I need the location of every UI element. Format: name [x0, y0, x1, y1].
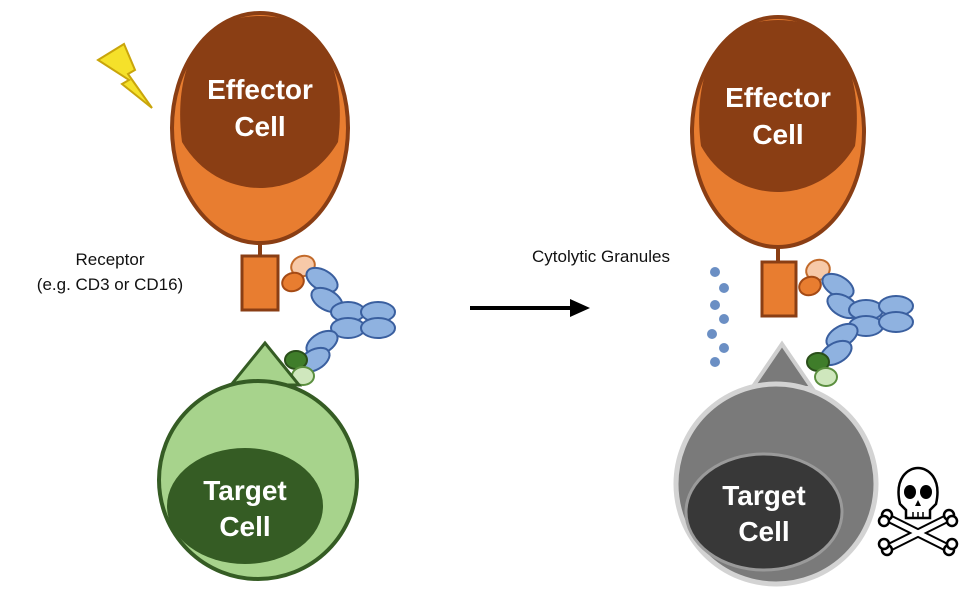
effector-label-line2: Cell — [234, 111, 285, 142]
effector-label-line1: Effector — [725, 82, 831, 113]
target-cell: Target Cell — [157, 340, 359, 581]
antibody-effector-binding-domain — [805, 258, 831, 282]
receptor — [240, 254, 280, 312]
bispecific-antibody — [798, 258, 914, 387]
bispecific-antibody — [281, 254, 396, 386]
transition: Cytolytic Granules — [470, 247, 729, 367]
target-label-line1: Target — [203, 475, 287, 506]
effector-label-line2: Cell — [752, 119, 803, 150]
arrow-head — [570, 299, 590, 317]
receptor-label-line2: (e.g. CD3 or CD16) — [37, 275, 183, 294]
target-label-line2: Cell — [219, 511, 270, 542]
receptor — [760, 260, 798, 318]
target-label-line1: Target — [722, 480, 806, 511]
antibody-effector-binding-domain — [798, 275, 822, 297]
target-cell-dead: Target Cell — [673, 340, 879, 587]
cytolytic-granules — [707, 267, 729, 367]
effector-cell: Effector Cell — [170, 11, 350, 245]
antibody-target-binding-domain — [814, 367, 838, 387]
granules-label: Cytolytic Granules — [532, 247, 670, 266]
effector-label-line1: Effector — [207, 74, 313, 105]
effector-cell: Effector Cell — [690, 15, 866, 249]
skull-crossbones-icon — [877, 466, 959, 557]
receptor-label-line1: Receptor — [76, 250, 145, 269]
target-antigen — [748, 340, 816, 390]
before-panel: Effector Cell Receptor (e.g. CD3 or CD16… — [37, 11, 396, 581]
antibody-effector-binding-domain — [281, 271, 305, 293]
lightning-bolt-icon — [96, 42, 153, 109]
after-panel: Effector Cell Target Cell — [673, 15, 959, 587]
target-label-line2: Cell — [738, 516, 789, 547]
